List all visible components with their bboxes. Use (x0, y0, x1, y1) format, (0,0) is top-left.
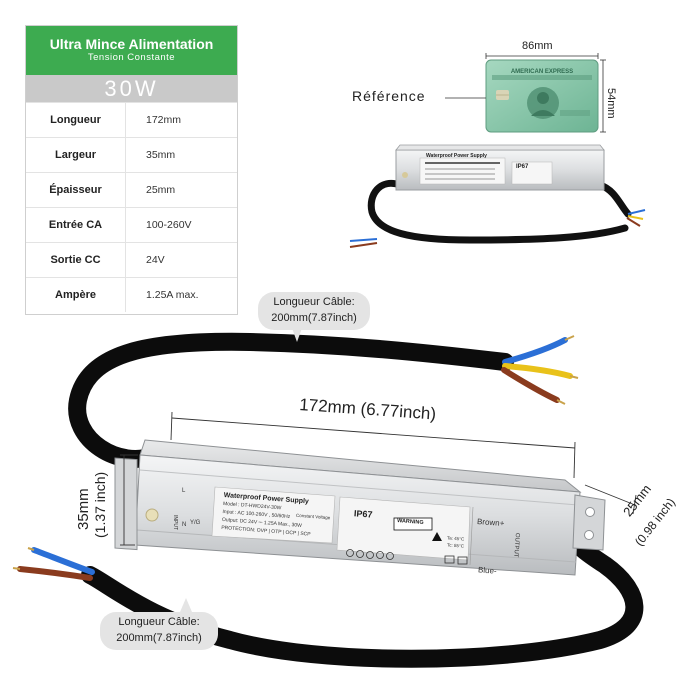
reference-label: Référence (352, 88, 426, 104)
device-input-tag: INPUT (172, 515, 178, 530)
device-l-terminal: L (182, 488, 186, 494)
spec-value: 1.25A max. (146, 289, 199, 301)
spec-label: Épaisseur (26, 173, 126, 207)
device-brown-label: Brown+ (476, 516, 505, 529)
dimension-lines (120, 411, 637, 546)
spec-row: Largeur 35mm (26, 137, 237, 172)
spec-row: Épaisseur 25mm (26, 172, 237, 207)
device-blue-label: Blue- (477, 565, 497, 576)
reference-card (485, 59, 599, 133)
spec-value: 100-260V (146, 219, 192, 231)
spec-row: Sortie CC 24V (26, 242, 237, 277)
device-n-terminal: N (182, 522, 187, 528)
spec-label: Entrée CA (26, 208, 126, 242)
card-brand-text: AMERICAN EXPRESS (511, 69, 573, 75)
spec-title: Ultra Mince Alimentation (49, 36, 214, 52)
cable-length-callout-bottom: Longueur Câble: 200mm(7.87inch) (100, 612, 218, 650)
small-psu-title: Waterproof Power Supply (426, 153, 487, 159)
width-dimension-mm: 35mm (75, 488, 92, 530)
device-ip-rating: IP67 (353, 508, 373, 520)
spec-value: 35mm (146, 149, 176, 161)
spec-label: Ampère (26, 278, 126, 312)
spec-label: Longueur (26, 103, 126, 137)
spec-subtitle: Tension Constante (87, 52, 176, 63)
spec-header: Ultra Mince Alimentation Tension Constan… (26, 26, 237, 75)
card-width-label: 86mm (522, 40, 553, 52)
spec-row: Ampère 1.25A max. (26, 277, 237, 312)
callout-line-2: 200mm(7.87inch) (116, 632, 202, 644)
spec-row: Longueur 172mm (26, 102, 237, 137)
card-height-label: 54mm (605, 88, 617, 119)
spec-value: 172mm (146, 114, 182, 126)
device-yg-terminal: Y/G (190, 520, 201, 526)
spec-label: Sortie CC (26, 243, 126, 277)
callout-line-1: Longueur Câble: (273, 296, 355, 308)
main-power-supply (114, 439, 606, 576)
spec-value: 24V (146, 254, 165, 266)
spec-power: 30W (26, 75, 237, 102)
spec-value: 25mm (146, 184, 176, 196)
spec-label: Largeur (26, 138, 126, 172)
small-power-supply (349, 144, 646, 248)
spec-card: Ultra Mince Alimentation Tension Constan… (25, 25, 238, 315)
callout-line-1: Longueur Câble: (118, 616, 200, 628)
small-psu-ip: IP67 (516, 164, 529, 170)
spec-row: Entrée CA 100-260V (26, 207, 237, 242)
width-dimension-in: (1.37 inch) (92, 471, 108, 538)
cable-length-callout-top: Longueur Câble: 200mm(7.87inch) (258, 292, 370, 330)
callout-line-2: 200mm(7.87inch) (271, 312, 357, 324)
